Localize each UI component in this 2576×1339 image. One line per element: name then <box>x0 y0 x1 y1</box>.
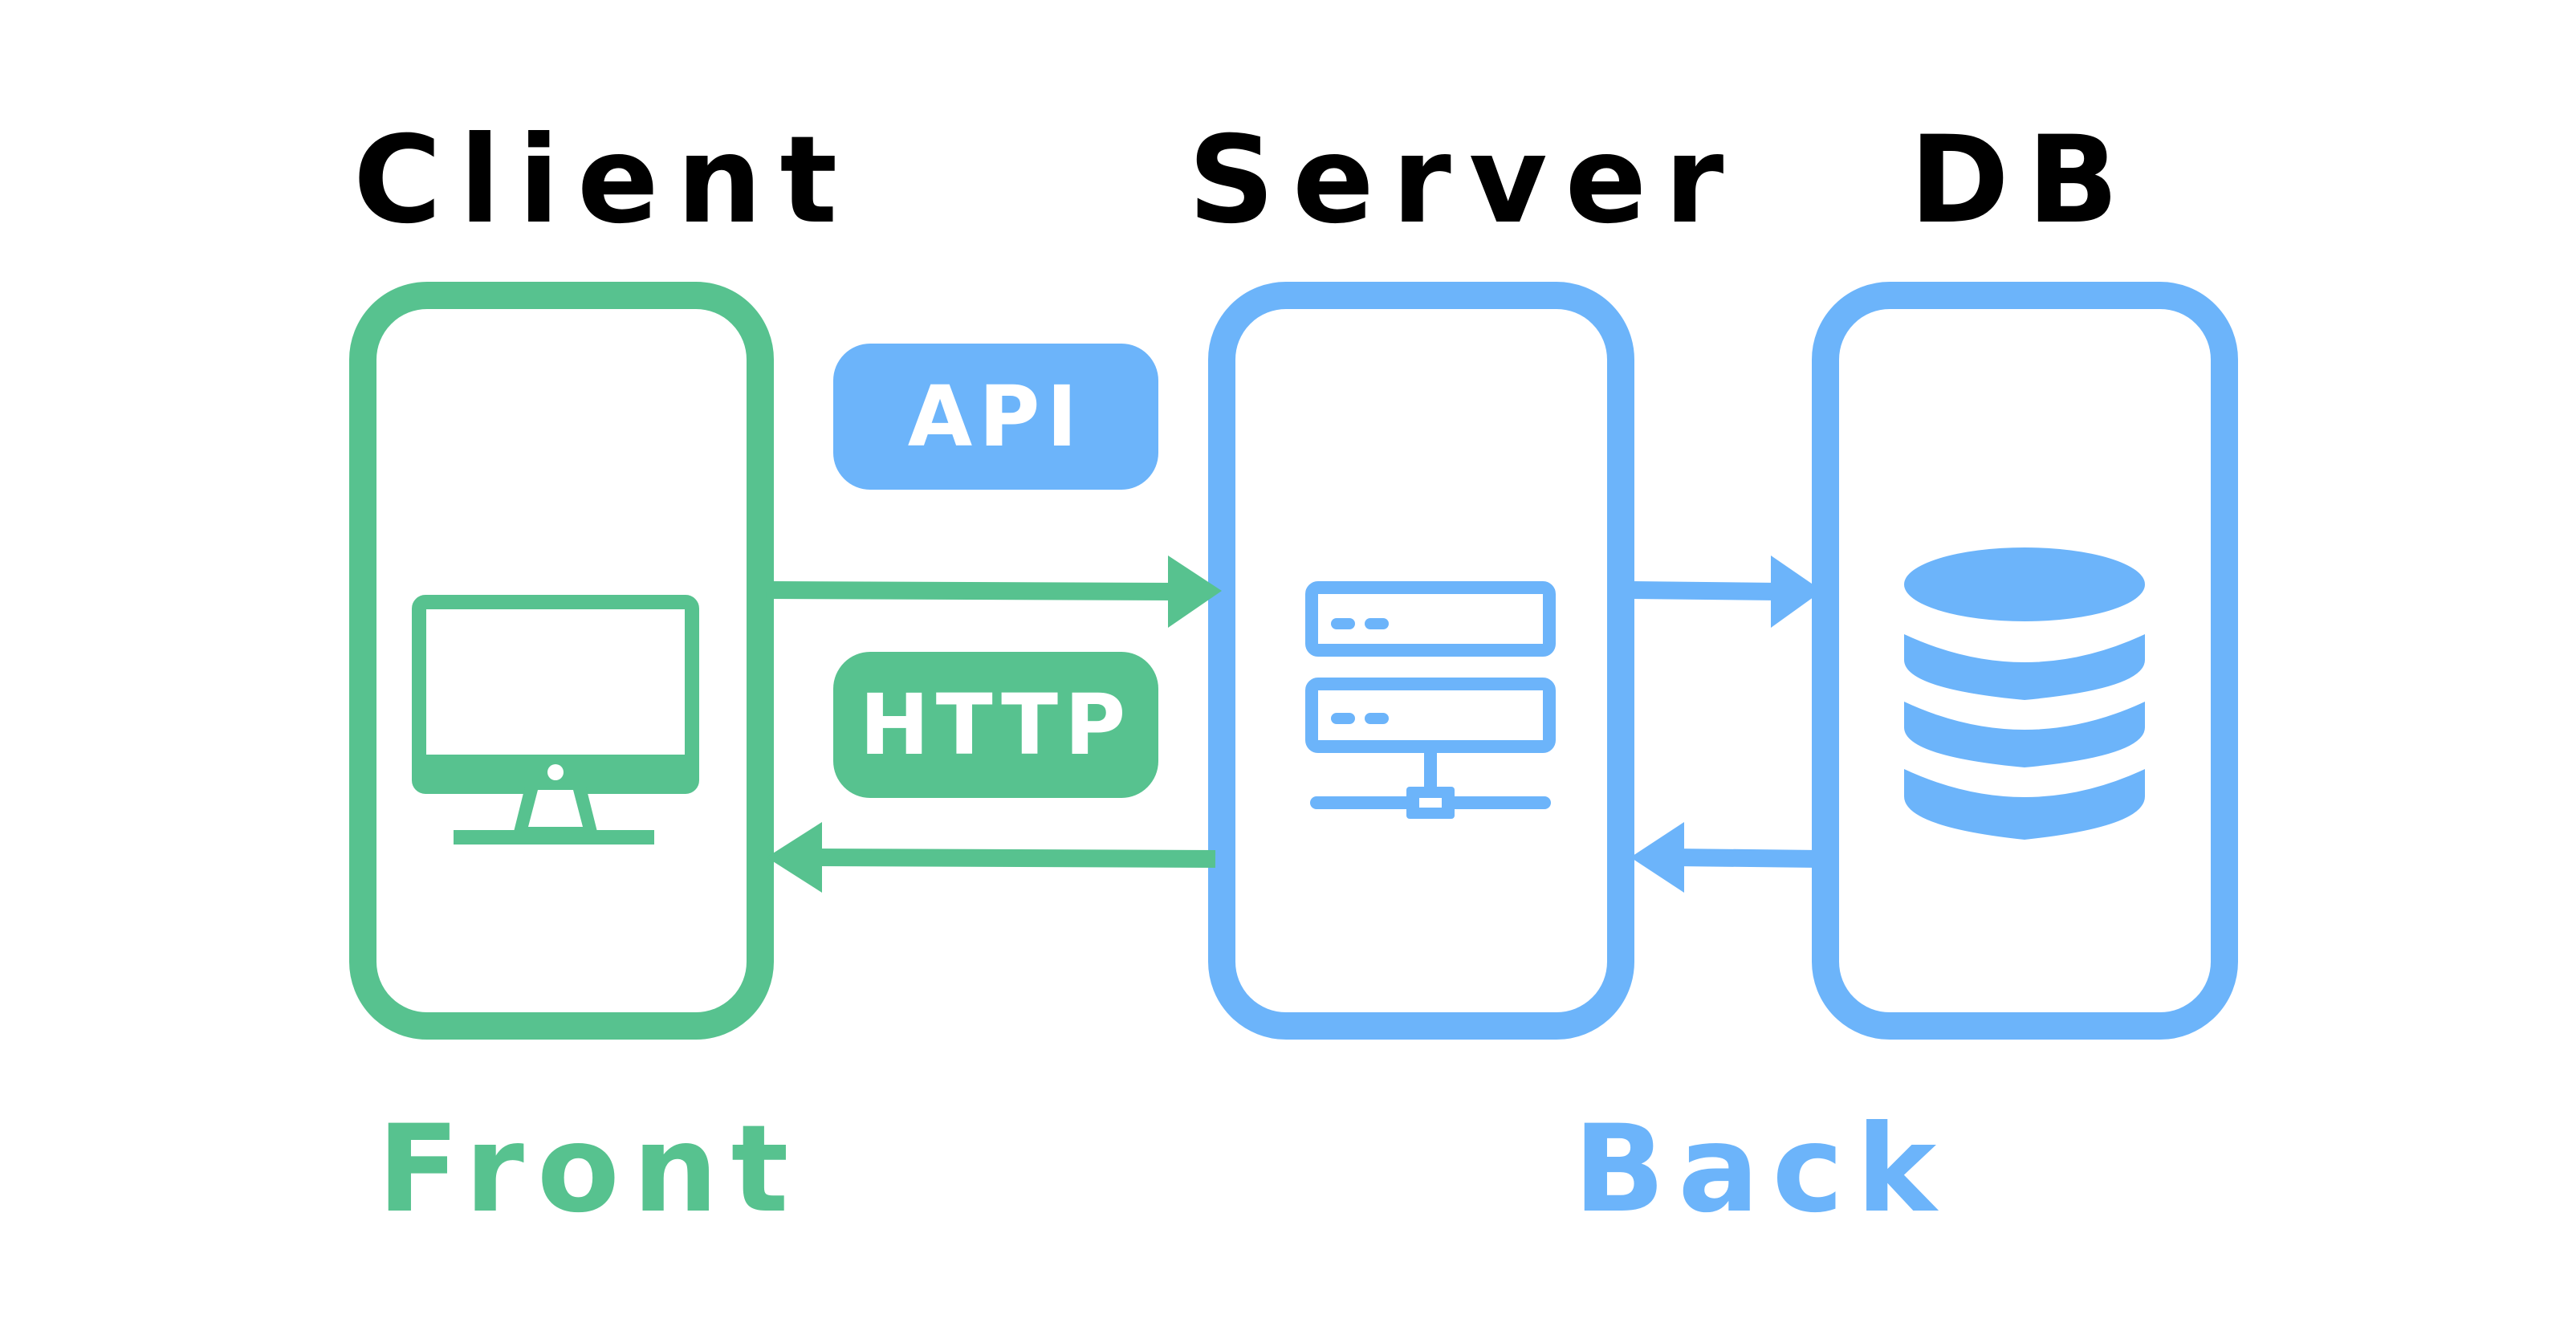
client-title: Client <box>353 111 856 250</box>
server-rack-icon <box>1305 581 1556 819</box>
db-box <box>1812 282 2238 1040</box>
http-badge: HTTP <box>833 652 1158 798</box>
response-arrow-icon <box>767 822 1216 893</box>
front-label: Front <box>377 1100 802 1239</box>
server-to-db-arrow-icon <box>1626 556 1822 628</box>
desktop-monitor-icon <box>412 595 699 845</box>
server-box <box>1208 282 1634 1040</box>
request-arrow-icon <box>766 556 1222 628</box>
db-title: DB <box>1909 111 2137 250</box>
back-label: Back <box>1573 1100 1950 1239</box>
client-box <box>349 282 774 1040</box>
database-icon <box>1904 547 2145 840</box>
server-title: Server <box>1188 111 1742 250</box>
db-to-server-arrow-icon <box>1630 822 1820 893</box>
api-badge: API <box>833 344 1158 490</box>
